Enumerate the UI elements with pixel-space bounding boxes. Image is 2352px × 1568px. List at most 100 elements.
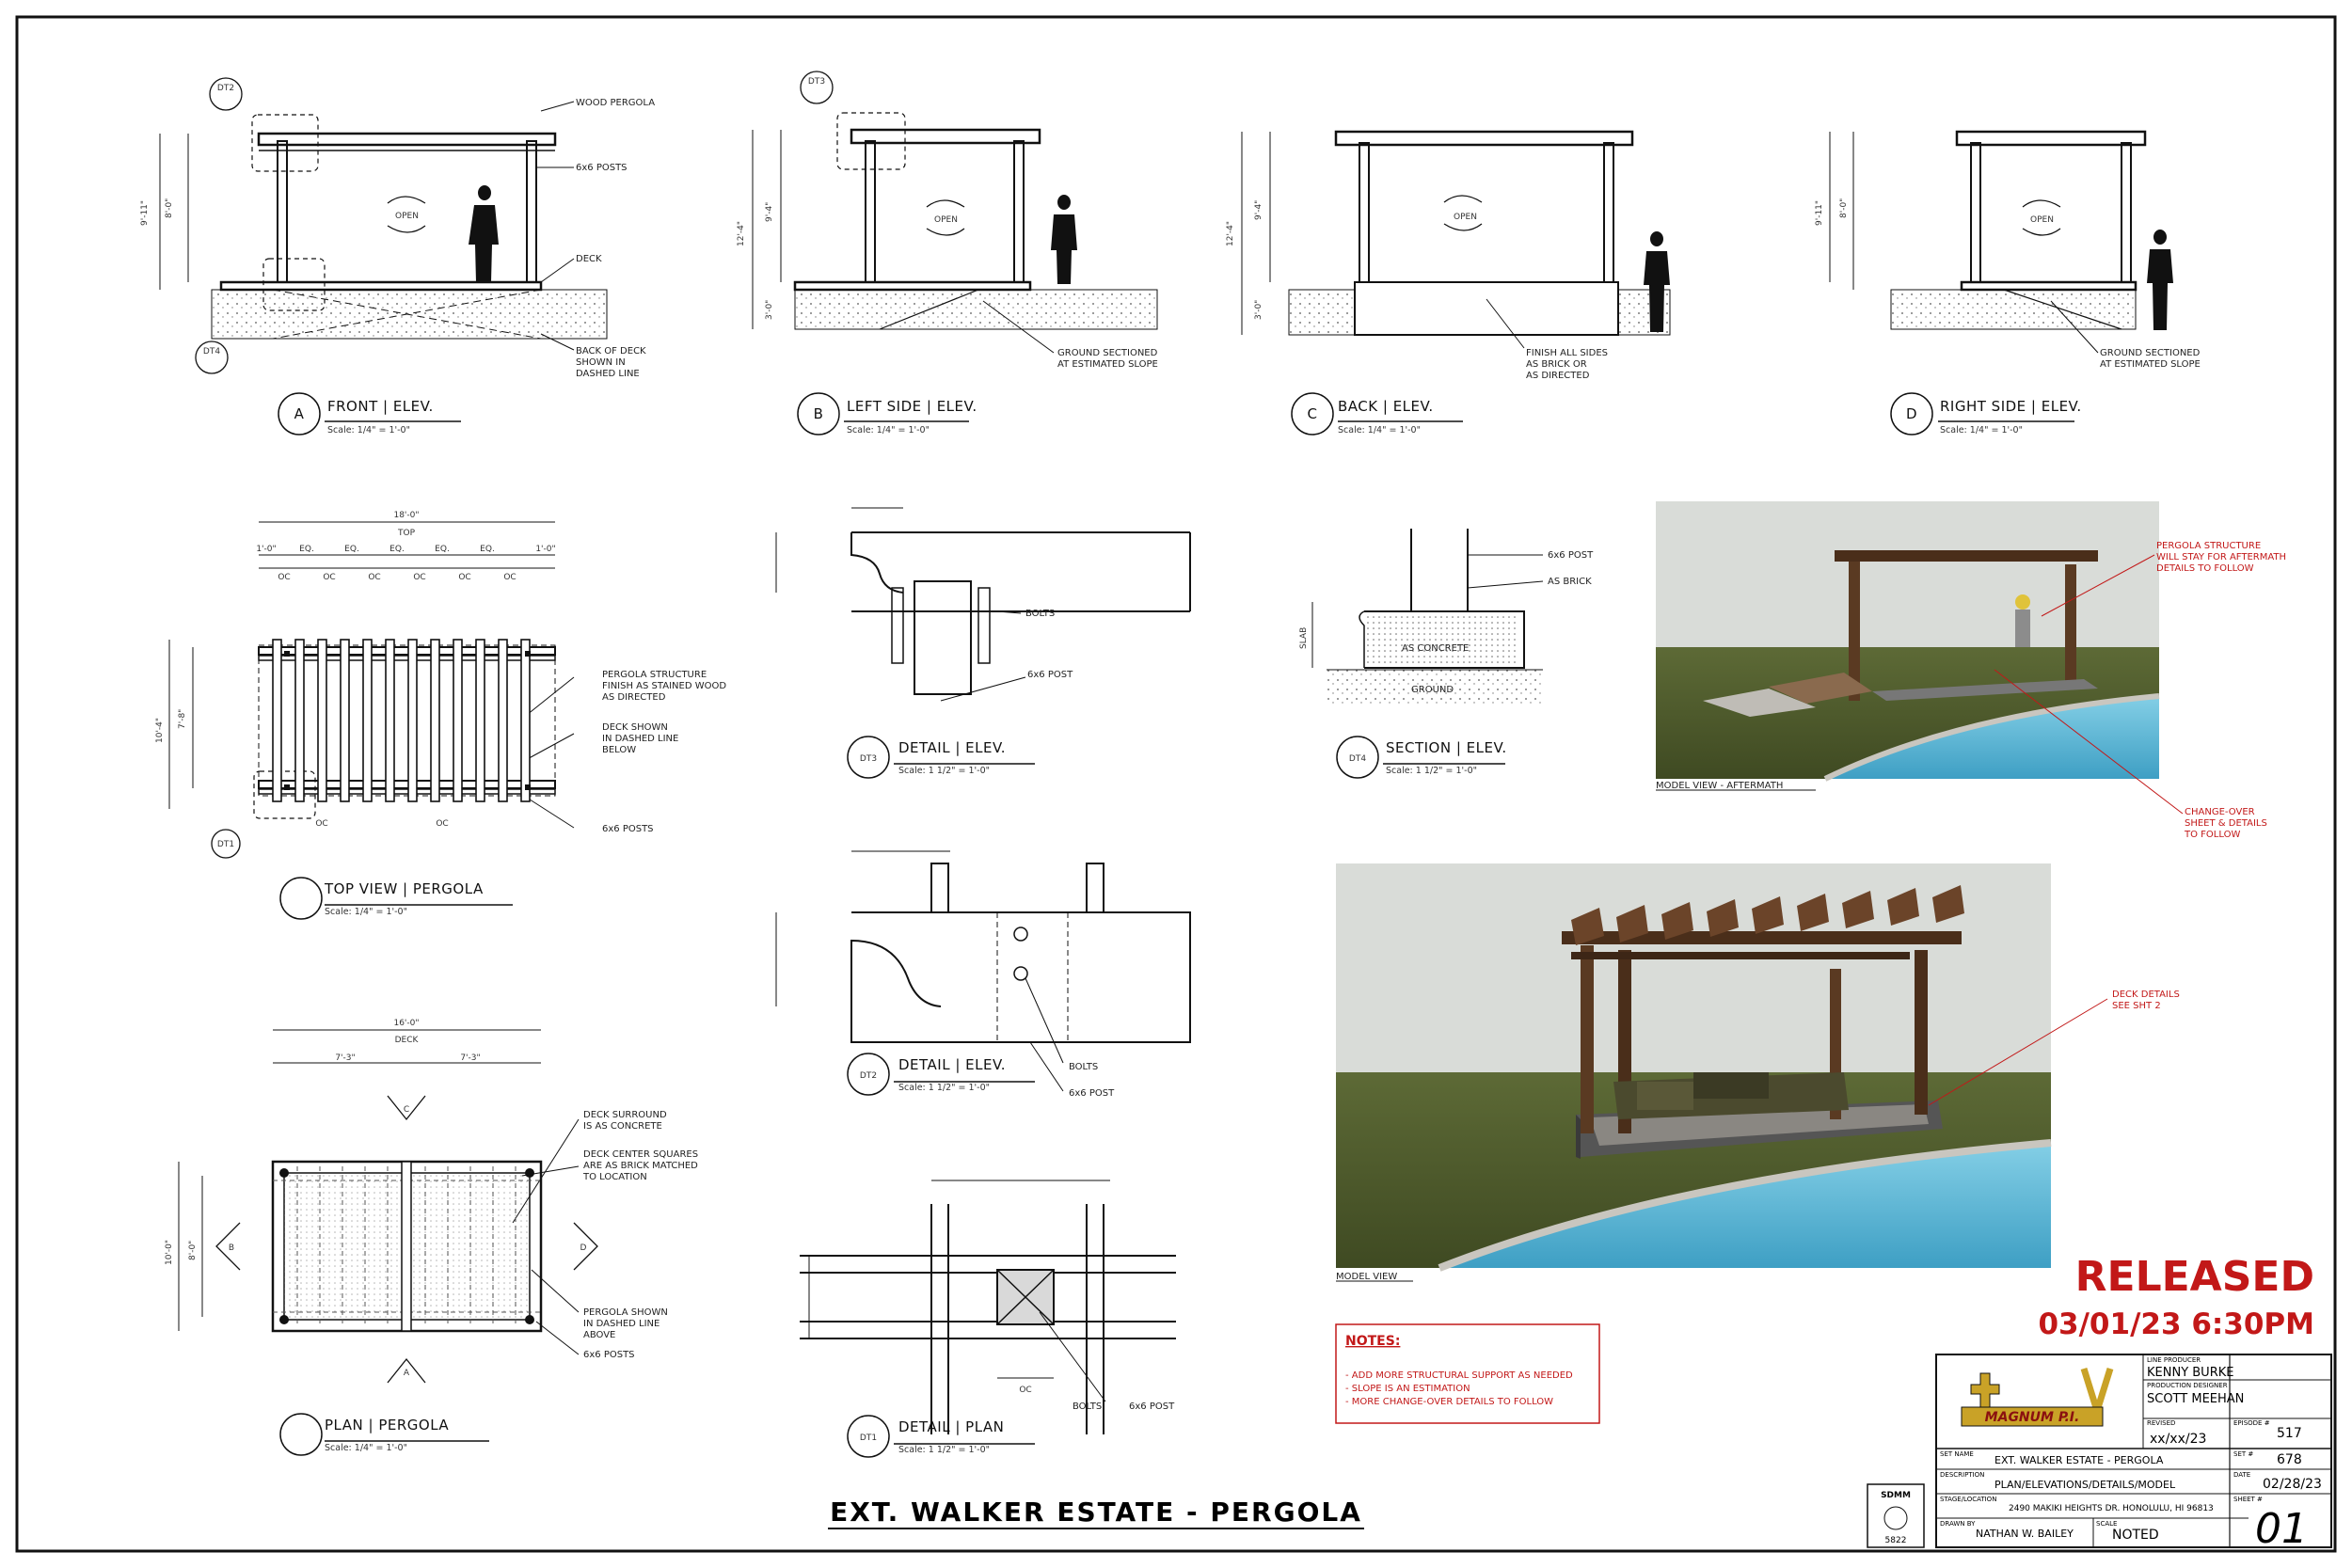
front-letter: A bbox=[294, 405, 305, 422]
dt4-slab: SLAB bbox=[1299, 627, 1309, 649]
plan-scale: Scale: 1/4" = 1'-0" bbox=[325, 1443, 407, 1453]
dim-front-height-1: 8'-0" bbox=[165, 198, 174, 218]
callout-pergola-above-2: IN DASHED LINE bbox=[583, 1319, 660, 1329]
notes-item-1: - ADD MORE STRUCTURAL SUPPORT AS NEEDED bbox=[1345, 1370, 1573, 1381]
plan-marker-b: B bbox=[229, 1243, 234, 1253]
dim-eq-1: EQ. bbox=[299, 545, 314, 554]
person-silhouette-right bbox=[2147, 230, 2173, 330]
dim-oc-1: OC bbox=[278, 573, 290, 582]
dim-front-height-2: 9'-11" bbox=[140, 200, 150, 226]
union-seal-icon bbox=[1883, 1506, 1908, 1530]
released-datetime: 03/01/23 6:30PM bbox=[2038, 1307, 2314, 1341]
callout-pergola-finish-2: FINISH AS STAINED WOOD bbox=[602, 681, 726, 691]
tb-desc: PLAN/ELEVATIONS/DETAILS/MODEL bbox=[1994, 1479, 2176, 1491]
tb-date: 02/28/23 bbox=[2263, 1477, 2322, 1492]
tb-revised: xx/xx/23 bbox=[2150, 1432, 2206, 1447]
person-silhouette-front bbox=[469, 185, 499, 282]
dt1-title: DETAIL | PLAN bbox=[898, 1418, 1004, 1435]
callout-wood-pergola: WOOD PERGOLA bbox=[576, 98, 655, 108]
dim-top-width: 18'-0" bbox=[393, 511, 419, 520]
changeover-note-1: CHANGE-OVER bbox=[2185, 807, 2255, 817]
callout-ground-right-2: AT ESTIMATED SLOPE bbox=[2100, 359, 2201, 370]
tb-setname-label: SET NAME bbox=[1940, 1450, 1974, 1458]
callout-deck-dashed-1: DECK SHOWN bbox=[602, 722, 668, 733]
plan-marker-c: C bbox=[404, 1105, 409, 1115]
deck-details-note-1: DECK DETAILS bbox=[2112, 990, 2180, 1000]
dim-oc-bottom-1: OC bbox=[315, 819, 327, 829]
model-main-rafters bbox=[1571, 885, 1964, 945]
dim-top-label: TOP bbox=[397, 529, 416, 538]
top-view bbox=[168, 521, 575, 920]
dt4-callout-brick: AS BRICK bbox=[1548, 577, 1592, 587]
tb-setno-label: SET # bbox=[2233, 1450, 2253, 1458]
back-letter: C bbox=[1308, 405, 1318, 422]
dt4-section bbox=[1311, 529, 1544, 779]
dt4-title: SECTION | ELEV. bbox=[1386, 739, 1507, 756]
dim-oc-4: OC bbox=[413, 573, 425, 582]
dt2-title: DETAIL | ELEV. bbox=[898, 1056, 1006, 1073]
dim-left-height-total: 12'-4" bbox=[737, 221, 746, 246]
front-elevation bbox=[159, 77, 608, 436]
model-main-render bbox=[1336, 863, 2052, 1272]
notes-box bbox=[1335, 1323, 1600, 1424]
right-letter: D bbox=[1906, 405, 1917, 422]
dim-eq-2: EQ. bbox=[344, 545, 359, 554]
notes-item-3: - MORE CHANGE-OVER DETAILS TO FOLLOW bbox=[1345, 1397, 1553, 1407]
top-view-title: TOP VIEW | PERGOLA bbox=[324, 880, 484, 897]
dt3-scale: Scale: 1 1/2" = 1'-0" bbox=[898, 766, 990, 776]
dim-top-depth-inner: 7'-8" bbox=[178, 709, 187, 729]
plan-marker-d: D bbox=[580, 1243, 587, 1253]
callout-posts-front: 6x6 POSTS bbox=[576, 163, 628, 173]
tb-desc-label: DESCRIPTION bbox=[1940, 1471, 1984, 1479]
dim-plan-deck: DECK bbox=[395, 1036, 420, 1045]
tb-sheet: 01 bbox=[2255, 1505, 2308, 1553]
aftermath-leader-1 bbox=[2041, 554, 2155, 617]
dim-back-height-1: 9'-4" bbox=[1254, 200, 1263, 220]
open-label-left: OPEN bbox=[934, 215, 958, 225]
callout-pergola-finish-3: AS DIRECTED bbox=[602, 692, 666, 703]
left-scale: Scale: 1/4" = 1'-0" bbox=[847, 425, 930, 436]
open-label-right: OPEN bbox=[2030, 215, 2054, 225]
dt3-detail bbox=[775, 507, 1191, 779]
dt1-dim-oc: OC bbox=[1019, 1386, 1031, 1395]
plan-post-marks bbox=[279, 1168, 534, 1324]
dim-oc-5: OC bbox=[458, 573, 470, 582]
callout-back-of-deck-3: DASHED LINE bbox=[576, 369, 640, 379]
deck-details-note-2: SEE SHT 2 bbox=[2112, 1001, 2161, 1011]
dt4-tag-front: DT4 bbox=[203, 347, 220, 356]
right-elevation bbox=[1829, 130, 2147, 436]
tb-scale: NOTED bbox=[2112, 1528, 2159, 1543]
dim-left-height-2: 3'-0" bbox=[765, 300, 774, 320]
dt1-callout-bolts: BOLTS bbox=[1073, 1402, 1102, 1412]
dt3-tag: DT3 bbox=[860, 754, 877, 764]
callout-ground-left-2: AT ESTIMATED SLOPE bbox=[1057, 359, 1158, 370]
dim-right-height-1: 9'-11" bbox=[1815, 200, 1824, 226]
sheet-title: EXT. WALKER ESTATE - PERGOLA bbox=[830, 1497, 1362, 1528]
deck-details-leader bbox=[1928, 998, 2108, 1106]
callout-finish-3: AS DIRECTED bbox=[1526, 371, 1590, 381]
dt2-tag-front: DT2 bbox=[217, 84, 234, 93]
dim-plan-depth-inner: 8'-0" bbox=[188, 1241, 198, 1260]
dim-back-height-2: 3'-0" bbox=[1254, 300, 1263, 320]
dt3-callout-post: 6x6 POST bbox=[1027, 670, 1073, 680]
model-aftermath-render bbox=[1656, 501, 2160, 782]
person-silhouette-back bbox=[1644, 231, 1670, 332]
callout-deck-surround-2: IS AS CONCRETE bbox=[583, 1121, 662, 1132]
tb-drawnby: NATHAN W. BAILEY bbox=[1976, 1528, 2074, 1540]
notes-item-2: - SLOPE IS AN ESTIMATION bbox=[1345, 1384, 1470, 1394]
callout-deck-front: DECK bbox=[576, 254, 602, 264]
callout-posts-plan: 6x6 POSTS bbox=[583, 1350, 635, 1360]
left-letter: B bbox=[814, 405, 824, 422]
released-label: RELEASED bbox=[2075, 1253, 2314, 1301]
dt1-detail bbox=[800, 1180, 1176, 1458]
top-view-post-marks bbox=[284, 651, 531, 790]
dim-oc-2: OC bbox=[323, 573, 335, 582]
tb-pd: SCOTT MEEHAN bbox=[2147, 1392, 2244, 1406]
aftermath-note-2: WILL STAY FOR AFTERMATH bbox=[2156, 552, 2286, 562]
back-title: BACK | ELEV. bbox=[1338, 398, 1434, 415]
dt2-tag: DT2 bbox=[860, 1071, 877, 1081]
dt3-callout-bolts: BOLTS bbox=[1025, 609, 1055, 619]
magnum-logo: MAGNUM P.I. bbox=[1961, 1367, 2114, 1427]
sheet-border bbox=[15, 15, 2337, 1553]
